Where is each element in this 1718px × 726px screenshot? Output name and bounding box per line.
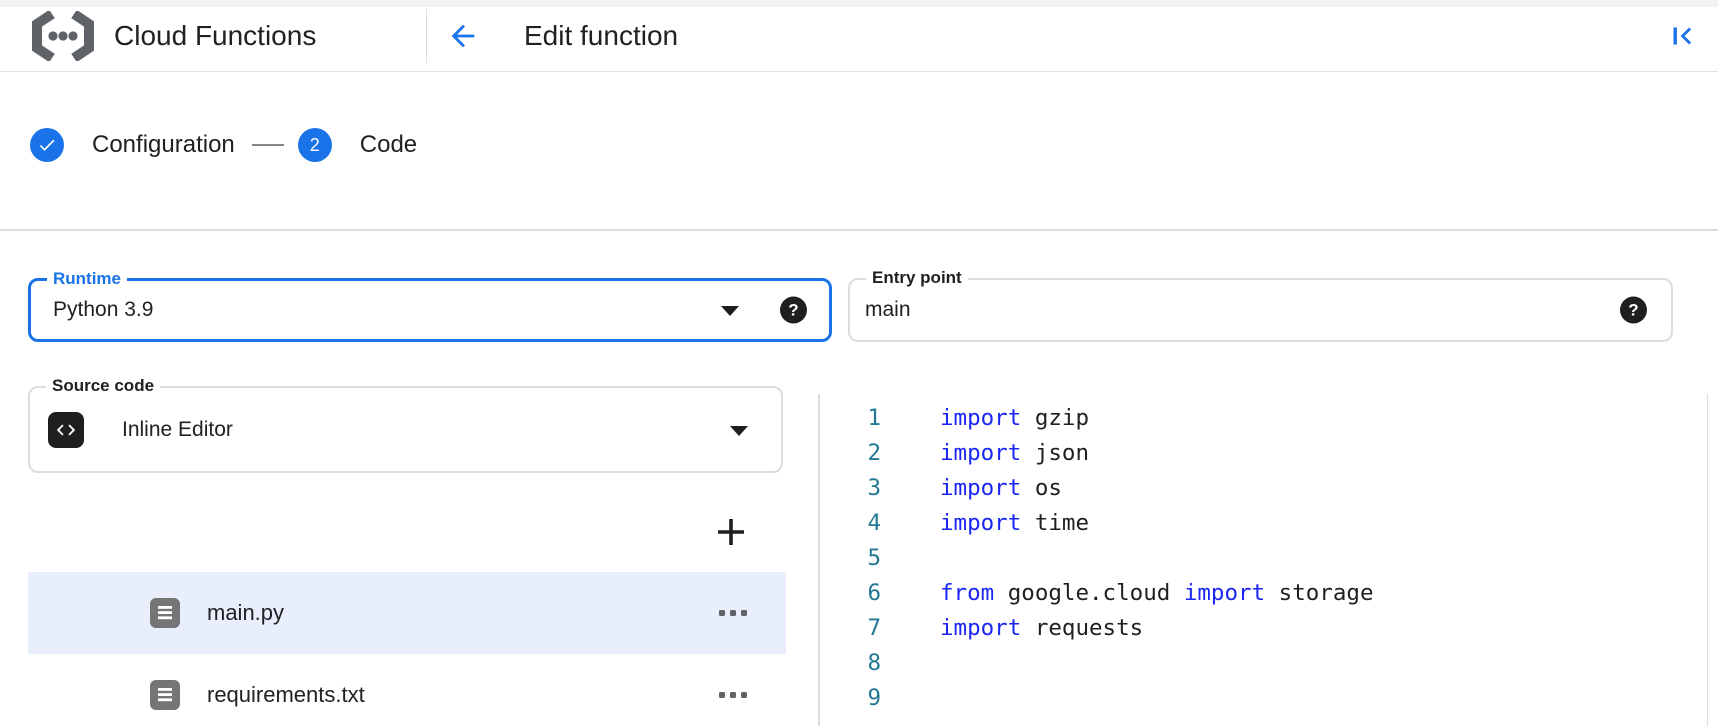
- file-list: main.py requirements.txt: [28, 572, 786, 726]
- code-line: 7 import requests: [819, 611, 1699, 646]
- code-line: 3 import os: [819, 471, 1699, 506]
- back-button[interactable]: [446, 19, 480, 53]
- file-row[interactable]: main.py: [28, 572, 786, 654]
- code-line: 2 import json: [819, 436, 1699, 471]
- runtime-help-button[interactable]: ?: [780, 296, 807, 324]
- top-strip: [0, 0, 1718, 7]
- source-code-select[interactable]: Source code Inline Editor: [28, 376, 783, 473]
- dropdown-arrow-icon: [721, 306, 739, 316]
- code-line: 1 import gzip: [819, 401, 1699, 436]
- line-number: 3: [867, 475, 881, 501]
- entry-point-value: main: [865, 298, 911, 321]
- file-icon: [150, 598, 180, 628]
- runtime-select[interactable]: Runtime Python 3.9 ?: [28, 269, 832, 342]
- entry-point-label: Entry point: [866, 268, 968, 288]
- header-divider: [426, 9, 427, 63]
- dropdown-arrow-icon: [730, 425, 748, 436]
- step-number: 2: [309, 134, 320, 155]
- code-line-text: from google.cloud import storage: [940, 580, 1374, 606]
- file-name: main.py: [207, 600, 285, 625]
- entry-point-help-button[interactable]: ?: [1620, 296, 1647, 324]
- editor-left-divider: [818, 394, 820, 726]
- step-number-circle: 2: [297, 128, 332, 162]
- step-connector: [251, 143, 284, 147]
- code-line-text: import gzip: [940, 405, 1090, 431]
- code-line-text: import json: [940, 440, 1090, 466]
- code-line: 8: [819, 646, 1699, 681]
- product-title: Cloud Functions: [114, 19, 317, 51]
- cloud-functions-logo-icon: [32, 11, 94, 61]
- page-title: Edit function: [524, 19, 679, 51]
- inline-editor-icon: [48, 411, 84, 448]
- file-row[interactable]: requirements.txt: [28, 654, 786, 726]
- add-file-button[interactable]: [714, 515, 748, 549]
- runtime-value: Python 3.9: [53, 298, 154, 321]
- line-number: 8: [867, 650, 881, 676]
- runtime-label: Runtime: [47, 269, 127, 289]
- line-number: 6: [867, 580, 881, 606]
- file-icon: [150, 680, 180, 710]
- line-number: 2: [867, 440, 881, 466]
- code-line-text: import requests: [940, 615, 1144, 641]
- step-label: Configuration: [92, 131, 235, 158]
- code-line-text: [881, 541, 940, 576]
- check-icon: [39, 139, 55, 151]
- editor-scrollbar-track[interactable]: [1707, 394, 1708, 726]
- app-header: Cloud Functions Edit function: [0, 0, 1718, 72]
- source-code-value: Inline Editor: [122, 417, 233, 441]
- source-code-label: Source code: [46, 376, 161, 396]
- entry-point-input[interactable]: Entry point main ?: [848, 268, 1673, 342]
- code-line-text: [881, 681, 940, 716]
- line-number: 4: [867, 510, 881, 536]
- more-options-button[interactable]: [719, 692, 747, 698]
- section-divider: [0, 229, 1718, 231]
- code-line-text: import os: [940, 475, 1062, 501]
- code-line-text: [881, 646, 940, 681]
- line-number: 1: [867, 405, 881, 431]
- code-editor[interactable]: 1 import gzip 2 import json 3 import os 4 impor…: [819, 401, 1699, 716]
- code-line: 4 import time: [819, 506, 1699, 541]
- code-line: 5: [819, 541, 1699, 576]
- collapse-panel-icon[interactable]: [1664, 19, 1700, 53]
- code-line: 9: [819, 681, 1699, 716]
- line-number: 5: [867, 545, 881, 571]
- step-configuration[interactable]: Configuration: [30, 128, 235, 162]
- code-line-text: import time: [940, 510, 1090, 536]
- step-complete-circle: [30, 128, 64, 162]
- step-code[interactable]: 2 Code: [297, 128, 418, 162]
- more-options-button[interactable]: [719, 610, 747, 616]
- stepper: Configuration 2 Code: [30, 128, 417, 162]
- step-label: Code: [359, 131, 418, 158]
- line-number: 7: [867, 615, 881, 641]
- file-name: requirements.txt: [207, 682, 365, 707]
- code-line: 6 from google.cloud import storage: [819, 576, 1699, 611]
- line-number: 9: [867, 685, 881, 711]
